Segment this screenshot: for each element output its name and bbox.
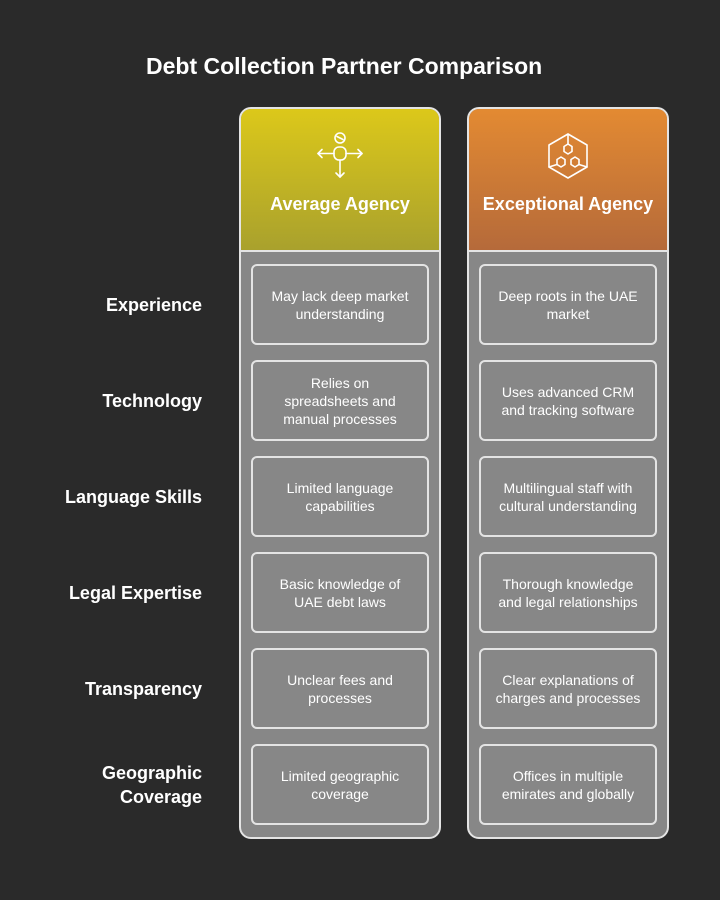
cell-exceptional-technology: Uses advanced CRM and tracking software xyxy=(479,360,657,441)
cell-exceptional-experience: Deep roots in the UAE market xyxy=(479,264,657,345)
column-title-exceptional-agency: Exceptional Agency xyxy=(482,194,654,214)
cell-exceptional-legal-expertise: Thorough knowledge and legal relationshi… xyxy=(479,552,657,633)
row-label-experience: Experience xyxy=(105,295,202,315)
cell-exceptional-language-skills: Multilingual staff with cultural underst… xyxy=(479,456,657,537)
cell-average-legal-expertise: Basic knowledge of UAE debt laws xyxy=(251,552,429,633)
cell-average-geographic-coverage: Limited geographic coverage xyxy=(251,744,429,825)
cell-exceptional-geographic-coverage: Offices in multiple emirates and globall… xyxy=(479,744,657,825)
column-header-exceptional-agency: Exceptional Agency xyxy=(469,109,667,252)
row-label-transparency: Transparency xyxy=(84,679,202,699)
column-exceptional-agency: Exceptional Agency Deep roots in the UAE… xyxy=(467,107,669,839)
cell-average-experience: May lack deep market understanding xyxy=(251,264,429,345)
column-header-average-agency: Average Agency xyxy=(241,109,439,252)
row-label-language-skills: Language Skills xyxy=(64,487,202,507)
hexagon-network-icon xyxy=(548,133,588,179)
cell-average-transparency: Unclear fees and processes xyxy=(251,648,429,729)
page-title: Debt Collection Partner Comparison xyxy=(146,53,543,79)
row-label-geographic-coverage: Geographic Coverage xyxy=(101,763,202,807)
cell-exceptional-transparency: Clear explanations of charges and proces… xyxy=(479,648,657,729)
column-title-average-agency: Average Agency xyxy=(270,194,410,214)
cell-average-language-skills: Limited language capabilities xyxy=(251,456,429,537)
row-label-technology: Technology xyxy=(102,391,202,411)
cell-average-technology: Relies on spreadsheets and manual proces… xyxy=(251,360,429,441)
person-with-directional-arrows-icon xyxy=(317,132,363,178)
column-average-agency: Average Agency May lack deep market unde… xyxy=(239,107,441,839)
row-label-legal-expertise: Legal Expertise xyxy=(68,583,202,603)
